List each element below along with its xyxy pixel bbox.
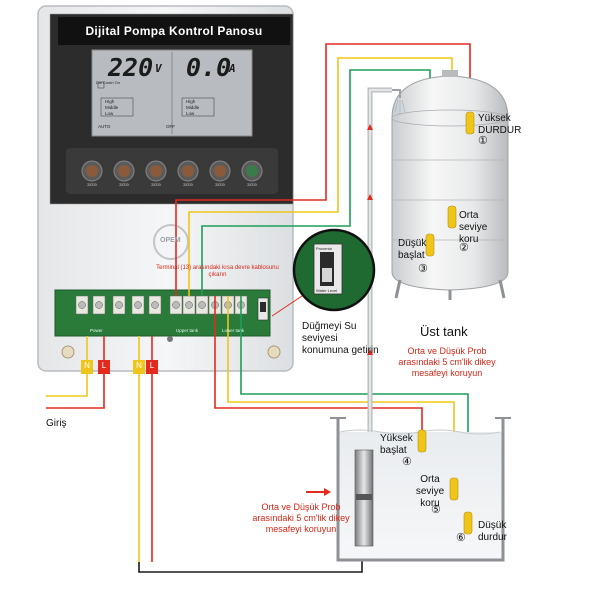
current-readout: 0.0 [186,53,232,82]
panel-button-label: ΣΕΣΘ [119,183,129,187]
terminal-screw-head [95,301,103,309]
panel-title: Dijital Pompa Kontrol Panosu [58,17,290,45]
upper-probe-2-label: Orta seviye koru [459,210,488,245]
voltage-unit: V [155,62,162,75]
terminal-screw-head [134,301,142,309]
screw [61,345,75,359]
panel-button-light [118,165,130,177]
screw [267,345,281,359]
panel-button-label: ΣΕΣΘ [151,183,161,187]
brand-logo-text: OPEM [160,237,181,244]
terminal-screw-head [115,301,123,309]
lower-tank [330,417,511,562]
panel-button-label: ΣΕΣΘ [247,183,257,187]
voltage-readout: 220 [108,53,154,82]
switch-sticker-top: Provento [316,246,333,251]
panel-button-light [86,165,98,177]
probe-3 [425,233,435,257]
upper-tank [391,70,509,300]
probe-2 [447,205,457,229]
wire-tag-l1: L [101,361,107,370]
lower-probe-5-num: ⑤ [431,504,441,516]
control-panel: ΣΕΣΘ ΣΕΣΘ ΣΕΣΘ ΣΕΣΘ ΣΕΣΘ ΣΕΣΘ [37,5,294,372]
input-label: Giriş [46,418,67,429]
lower-probe-6-label: Düşük durdur [478,520,507,543]
probe-1 [465,111,475,135]
panel-button-light [182,165,194,177]
probe-4 [417,429,427,453]
lower-tank-note: Orta ve Düşük Prob arasındaki 5 cm'lik d… [252,502,350,534]
switch-inset [257,228,376,321]
terminal-screw-head [151,301,159,309]
terminal-screw-head [78,301,86,309]
terminal-label-lower: Lower tank [222,328,245,333]
terminal-screw-head [198,301,206,309]
lcd-right-low: Low [186,111,195,116]
terminal-label-upper: Upper tank [176,328,199,333]
lcd-left-low: Low [105,111,114,116]
panel-button-row: ΣΕΣΘ ΣΕΣΘ ΣΕΣΘ ΣΕΣΘ ΣΕΣΘ ΣΕΣΘ [81,160,263,187]
panel-button-label: ΣΕΣΘ [87,183,97,187]
upper-probe-3-num: ③ [418,263,428,275]
lcd-auto: AUTO [98,124,111,129]
upper-probe-2-num: ② [459,242,469,254]
lcd-right-middle: Middle [186,105,200,110]
terminal-note: Terminal (13) arasındaki kısa devre kabl… [156,265,279,279]
lcd-mode: Dw Contrl On [96,80,121,85]
brand-logo [153,224,189,260]
lcd-left-middle: Middle [105,105,119,110]
power-wire-tags [81,360,158,374]
upper-tank-note: Orta ve Düşük Prob arasındaki 5 cm'lik d… [398,346,496,378]
terminal-screw-head [185,301,193,309]
terminal-label-power: Power [90,328,103,333]
upper-probe-1-label: Yüksek DURDUR [478,113,522,136]
lcd-right-high: High [186,99,196,104]
panel-button-label: ΣΕΣΘ [183,183,193,187]
wire-tag-n1: N [84,361,90,370]
panel-button-label: ΣΕΣΘ [215,183,225,187]
probe-5 [449,477,459,501]
probe-6 [463,511,473,535]
lcd-left-high: High [105,99,115,104]
panel-button-light [246,165,258,177]
panel-button-light [150,165,162,177]
current-unit: A [229,62,236,75]
wire-tag-n2: N [136,361,142,370]
switch-caption: Düğmeyi Su seviyesi konumuna getirin [302,321,379,356]
terminal-screw-head [172,301,180,309]
lower-probe-4-label: Yüksek başlat [380,433,413,456]
upper-tank-title: Üst tank [420,324,468,339]
lower-probe-5-label: Orta seviye koru [415,474,445,509]
upper-probe-1-num: ① [478,135,488,147]
wire-tag-l2: L [149,361,155,370]
switch-sticker-bottom: Water Level [316,288,338,293]
lcd-off: OFF [166,124,175,129]
lower-probe-6-num: ⑥ [456,532,466,544]
panel-button-light [214,165,226,177]
lower-probe-4-num: ④ [402,456,412,468]
pump-arrow [306,488,331,496]
upper-probe-3-label: Düşük başlat [398,238,427,261]
